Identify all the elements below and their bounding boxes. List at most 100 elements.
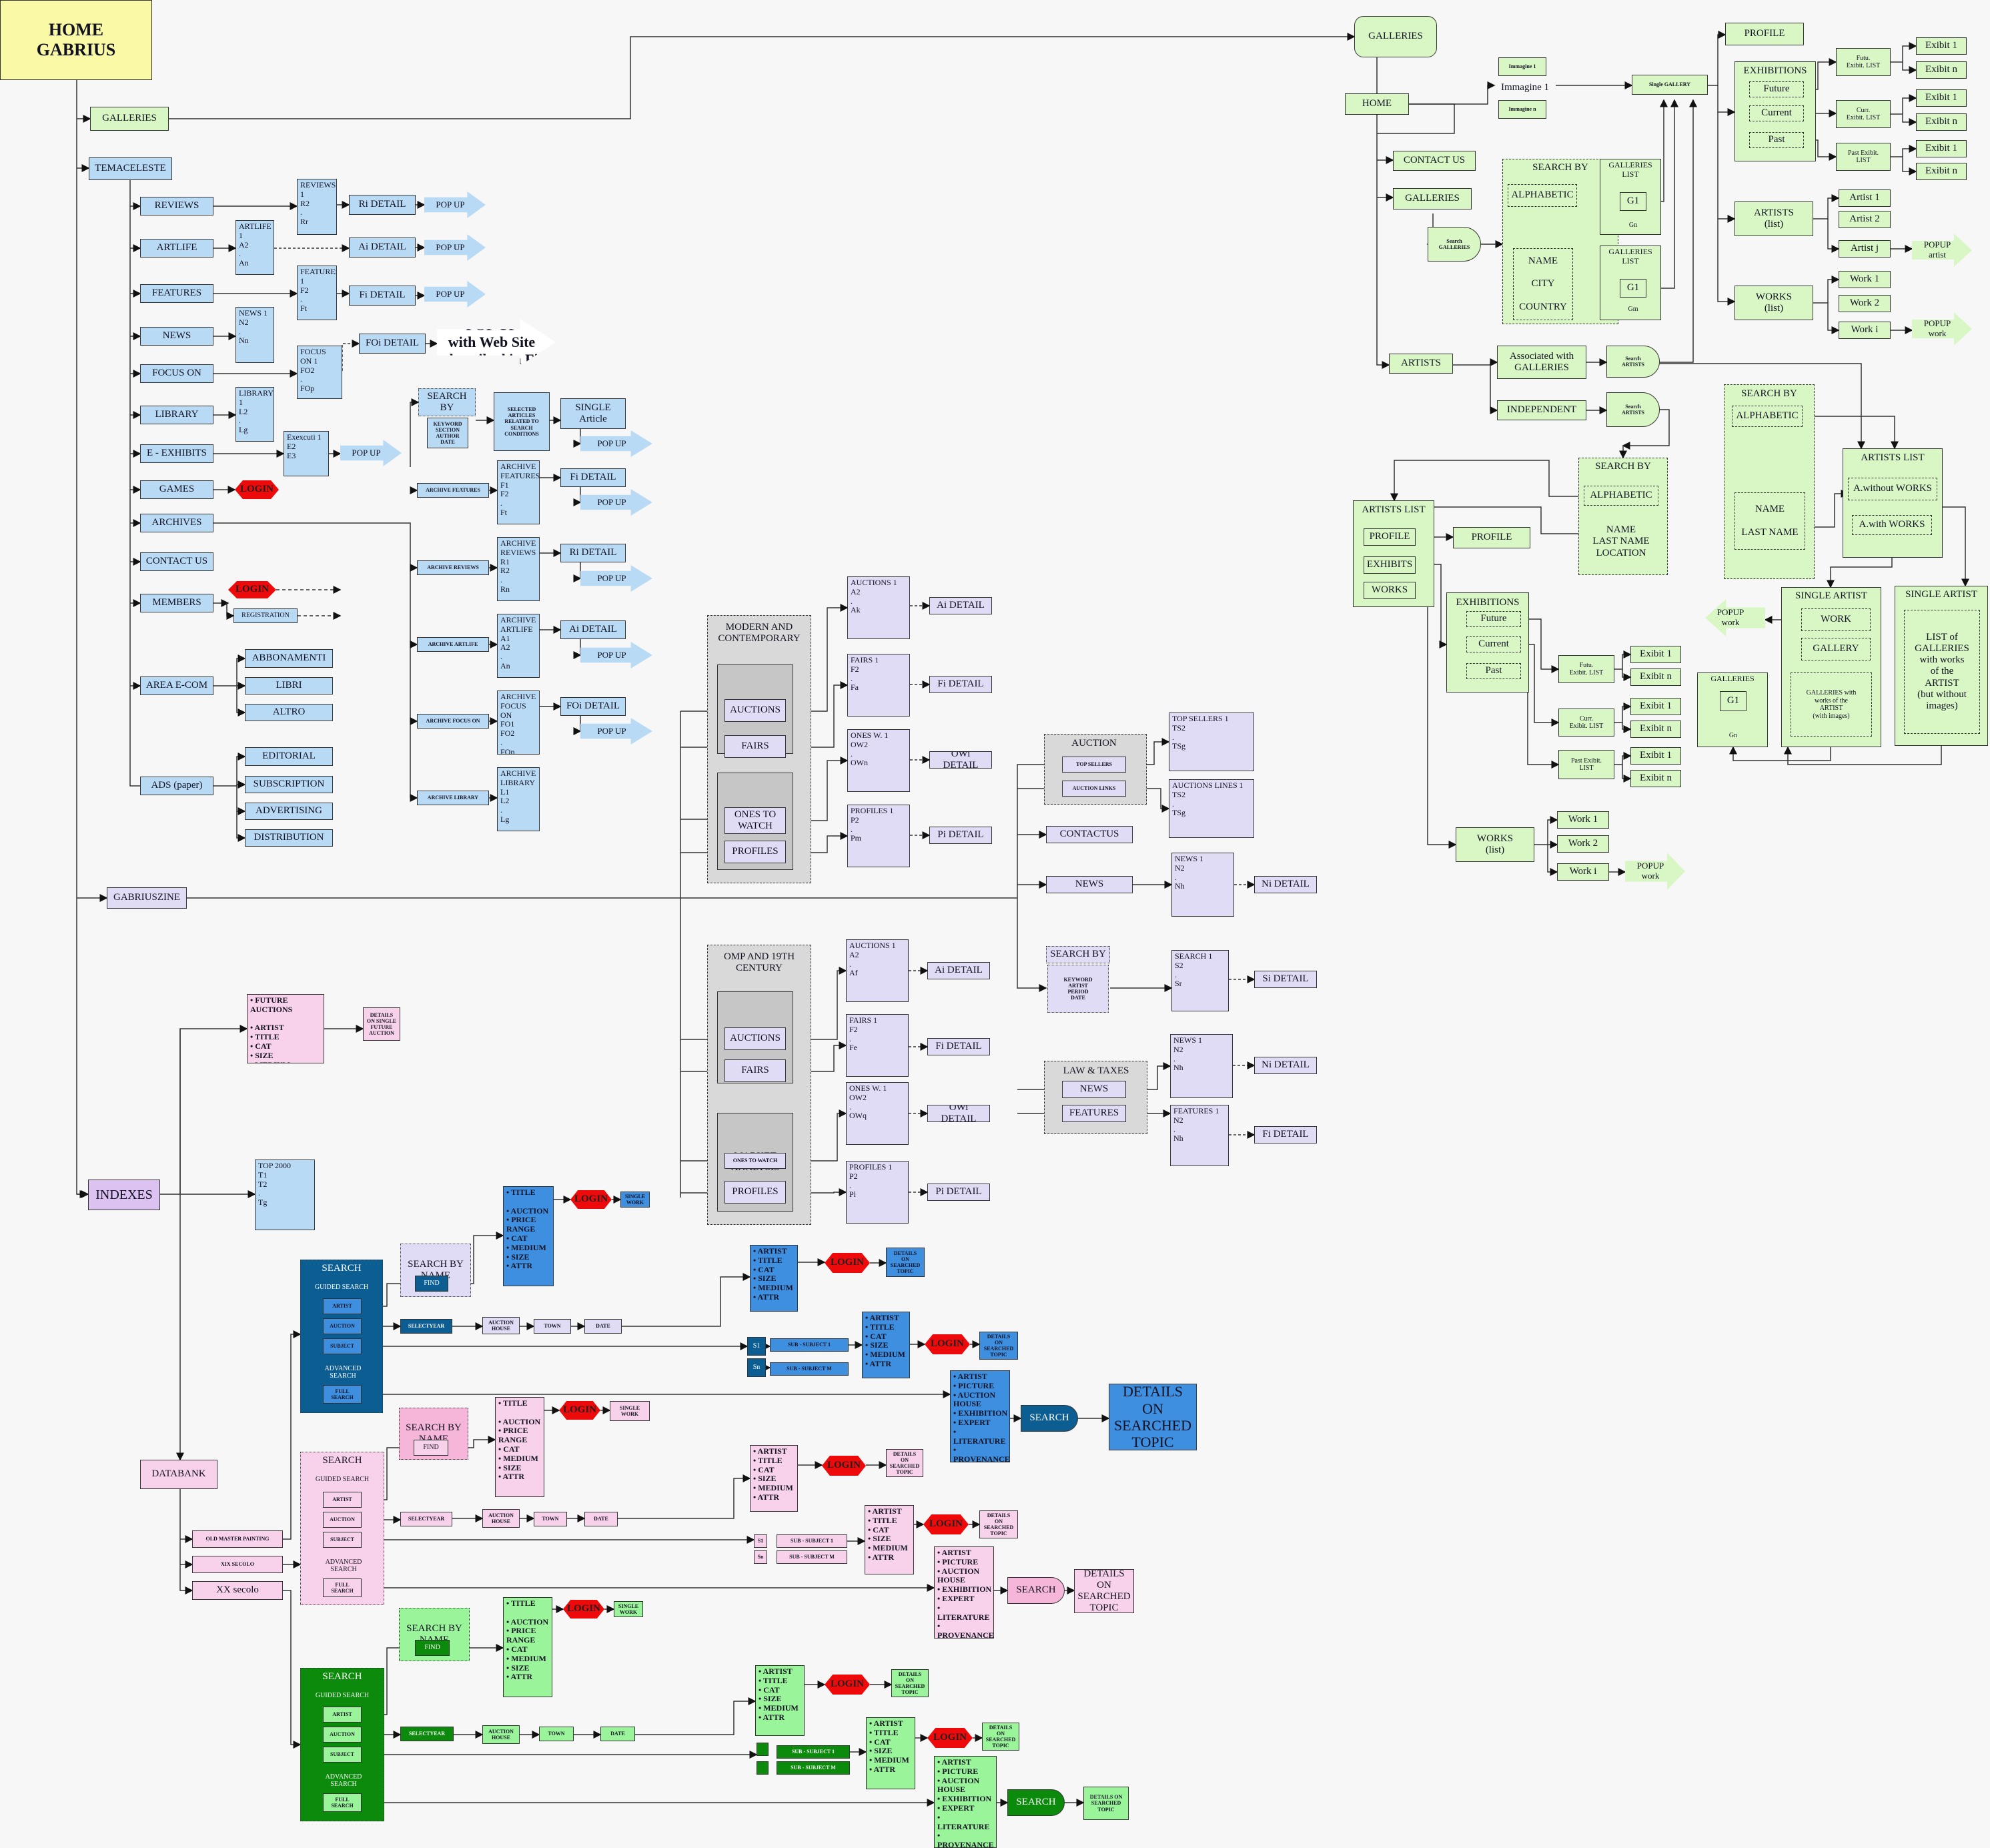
diagram-node: Past Exibit. LIST xyxy=(1836,143,1891,171)
diagram-node: Single GALLERY xyxy=(1632,75,1708,95)
diagram-node: GALLERIES with works of the ARTIST (with… xyxy=(1791,672,1872,737)
diagram-node: Exibit n xyxy=(1630,770,1681,787)
diagram-node: ARCHIVE REVIEWS R1 R2 . Rn xyxy=(497,537,540,601)
diagram-node: ARCHIVE REVIEWS xyxy=(417,560,489,575)
diagram-node: AUCTION HOUSE xyxy=(482,1317,520,1334)
diagram-node: NEWS xyxy=(1062,1081,1126,1098)
diagram-node: AUCTION xyxy=(323,1318,362,1334)
diagram-node: DISTRIBUTION xyxy=(245,829,333,847)
diagram-node: LOGIN xyxy=(925,1334,970,1354)
diagram-node: EXHIBITS xyxy=(1364,556,1416,574)
diagram-node: Work 2 xyxy=(1557,835,1609,853)
diagram-node: OMP AND 19TH CENTURY xyxy=(723,951,795,973)
diagram-node: CONTACT US xyxy=(1393,151,1476,171)
diagram-node: LOGIN xyxy=(235,480,279,499)
diagram-node: SUB - SUBJECT 1 xyxy=(770,1338,849,1352)
diagram-node: G1 xyxy=(1620,192,1646,211)
diagram-node: GAMES xyxy=(140,480,213,499)
diagram-node: ADS (paper) xyxy=(140,777,213,795)
diagram-node: Current xyxy=(1466,636,1521,652)
diagram-node: ARTISTS (list) xyxy=(1734,201,1813,236)
diagram-node: ARCHIVES xyxy=(140,514,213,532)
diagram-node: SEARCH xyxy=(322,1455,362,1466)
diagram-node: ARCHIVE LIBRARY L1 L2 . Lg xyxy=(497,767,540,831)
diagram-node: TOP SELLERS xyxy=(1062,757,1126,773)
diagram-node: Fi DETAIL xyxy=(929,676,992,693)
diagram-node: • ARTIST • PICTURE • AUCTION HOUSE • EXH… xyxy=(934,1756,997,1848)
diagram-node: ARCHIVE ARTLIFE A1 A2 . An xyxy=(497,614,540,678)
diagram-node: SUB - SUBJECT M xyxy=(770,1362,849,1376)
diagram-node: OWi DETAIL xyxy=(929,751,992,769)
diagram-node: FEATURES 1 N2 . Nh xyxy=(1170,1105,1229,1166)
diagram-node: SEARCH xyxy=(1007,1577,1065,1604)
diagram-node: Work 1 xyxy=(1557,811,1609,829)
diagram-node: AUCTION xyxy=(1071,738,1117,749)
diagram-node: FOCUS ON 1 FO2 . FOp xyxy=(297,346,342,399)
diagram-node: EDITORIAL xyxy=(245,747,333,766)
diagram-node: TOWN xyxy=(539,1727,574,1741)
diagram-node: GUIDED SEARCH xyxy=(315,1476,370,1484)
diagram-node: LOGIN xyxy=(563,1600,604,1619)
diagram-node: Pi DETAIL xyxy=(929,827,992,844)
diagram-node: AREA E-COM xyxy=(140,676,213,695)
diagram-node: DETAILS ON SINGLE FUTURE AUCTION xyxy=(363,1007,400,1041)
diagram-node: DETAILS ON SEARCHED TOPIC xyxy=(886,1248,925,1277)
diagram-node: FIND xyxy=(414,1440,448,1456)
diagram-node: LOGIN xyxy=(923,1514,969,1534)
diagram-node: FOi DETAIL xyxy=(359,334,426,354)
diagram-node: DETAILS ON SEARCHED TOPIC xyxy=(982,1723,1019,1751)
diagram-node: SUB - SUBJECT 1 xyxy=(777,1534,847,1548)
diagram-node: Past xyxy=(1749,132,1804,148)
diagram-node: SUBJECT xyxy=(323,1747,362,1763)
diagram-node: OLD MASTER PAINTING xyxy=(192,1530,283,1548)
diagram-node: LAW & TAXES xyxy=(1063,1065,1129,1077)
diagram-node: ARTISTS LIST xyxy=(1861,452,1925,464)
diagram-node: SEARCH BY xyxy=(1532,162,1588,173)
diagram-node: LOGIN xyxy=(559,1401,600,1420)
diagram-node: Ni DETAIL xyxy=(1254,1057,1317,1074)
diagram-node xyxy=(1843,448,1943,558)
diagram-node: DATE xyxy=(584,1319,622,1334)
diagram-node: Associated with GALLERIES xyxy=(1497,346,1586,379)
diagram-node: MEMBERS xyxy=(140,594,213,612)
diagram-node: SUBJECT xyxy=(323,1338,362,1354)
diagram-node: FAIRS 1 F2 . Fa xyxy=(847,654,910,717)
diagram-node: Past Exibit. LIST xyxy=(1558,750,1614,779)
diagram-node: NAME LAST NAME LOCATION xyxy=(1592,524,1650,558)
diagram-node: XX secolo xyxy=(192,1581,283,1600)
diagram-node: Futu. Exibit. LIST xyxy=(1836,48,1891,76)
diagram-node: ARCHIVE ARTLIFE xyxy=(417,637,489,652)
diagram-node: E - EXHIBITS xyxy=(140,444,213,463)
diagram-node: Work i xyxy=(1557,863,1609,881)
diagram-node: LIBRARY 1 L2 . Lg xyxy=(235,387,274,442)
diagram-node: SEARCH BY xyxy=(1046,946,1110,963)
diagram-node: FIND xyxy=(415,1640,450,1656)
diagram-node: Future xyxy=(1466,611,1521,627)
diagram-node: FEATURES xyxy=(140,284,213,303)
diagram-node: Exexcuti 1 E2 E3 xyxy=(284,431,329,476)
diagram-node: Past xyxy=(1466,663,1521,679)
diagram-node: SEARCH BY xyxy=(1741,388,1797,400)
diagram-node: INDEXES xyxy=(88,1180,160,1210)
diagram-node: SEARCH xyxy=(322,1671,362,1683)
diagram-node: SINGLE WORK xyxy=(620,1192,650,1208)
diagram-node: FOi DETAIL xyxy=(560,697,626,716)
diagram-node: AUCTIONS xyxy=(724,699,786,722)
diagram-node: FEATURES xyxy=(1062,1105,1126,1122)
diagram-node: Curr. Exibit. LIST xyxy=(1558,709,1614,737)
diagram-node: LIST of GALLERIES with works of the ARTI… xyxy=(1904,610,1980,734)
diagram-node: MODERN AND CONTEMPORARY xyxy=(718,621,801,644)
diagram-node: • ARTIST • PICTURE • AUCTION HOUSE • EXH… xyxy=(950,1370,1010,1462)
diagram-node: GALLERIES xyxy=(1393,188,1472,209)
diagram-node: ADVANCED SEARCH xyxy=(324,1364,362,1380)
diagram-node: SELECTED ARTICLES RELATED TO SEARCH COND… xyxy=(494,392,550,451)
diagram-node: Search ARTISTS xyxy=(1606,346,1660,378)
diagram-node: • ARTIST • PICTURE • AUCTION HOUSE • EXH… xyxy=(934,1546,994,1639)
diagram-node: SELECTYEAR xyxy=(400,1727,454,1741)
diagram-node: Exibit n xyxy=(1630,668,1681,686)
diagram-node: WORKS (list) xyxy=(1734,286,1813,320)
diagram-node: EXHIBITIONS xyxy=(1456,597,1520,608)
diagram-node: ARCHIVE FOCUS ON xyxy=(417,714,489,729)
diagram-node: Artist 1 xyxy=(1839,189,1891,207)
diagram-node: Sn xyxy=(754,1550,767,1564)
